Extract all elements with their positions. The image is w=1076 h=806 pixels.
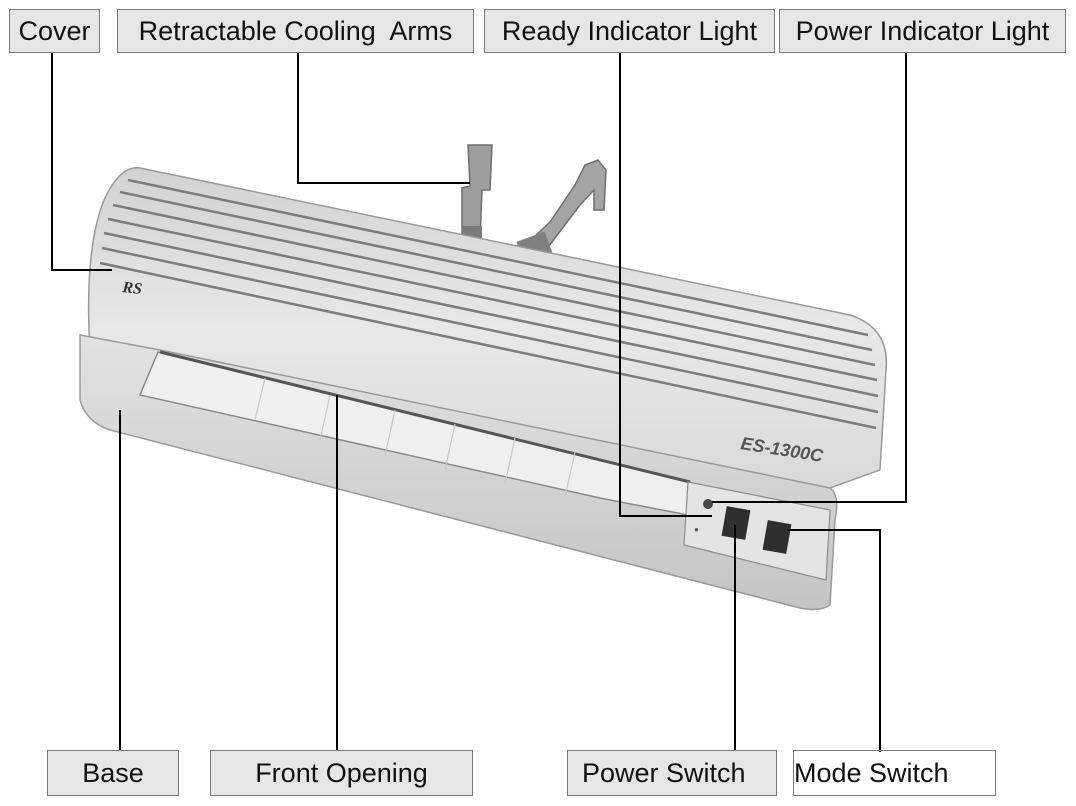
leader-lines: [51, 52, 907, 752]
cover-ridges: [99, 178, 879, 430]
power-switch: [721, 506, 751, 540]
label-front-opening: Front Opening: [210, 750, 473, 796]
label-power-switch: Power Switch: [567, 750, 777, 796]
svg-text:●: ●: [694, 525, 699, 534]
label-cover: Cover: [9, 9, 100, 53]
label-base: Base: [47, 750, 179, 796]
cooling-arms: [461, 144, 607, 267]
label-mode-switch: Mode Switch: [793, 750, 996, 796]
control-panel: [683, 481, 831, 581]
mode-switch: [762, 520, 792, 554]
label-power-indicator-light: Power Indicator Light: [779, 9, 1066, 53]
brand-logo: RS: [121, 279, 143, 298]
ready-light: [703, 499, 713, 509]
label-ready-indicator-light: Ready Indicator Light: [484, 9, 775, 53]
label-retractable-cooling-arms: Retractable Cooling Arms: [117, 9, 474, 53]
cover-shape: [87, 167, 888, 489]
